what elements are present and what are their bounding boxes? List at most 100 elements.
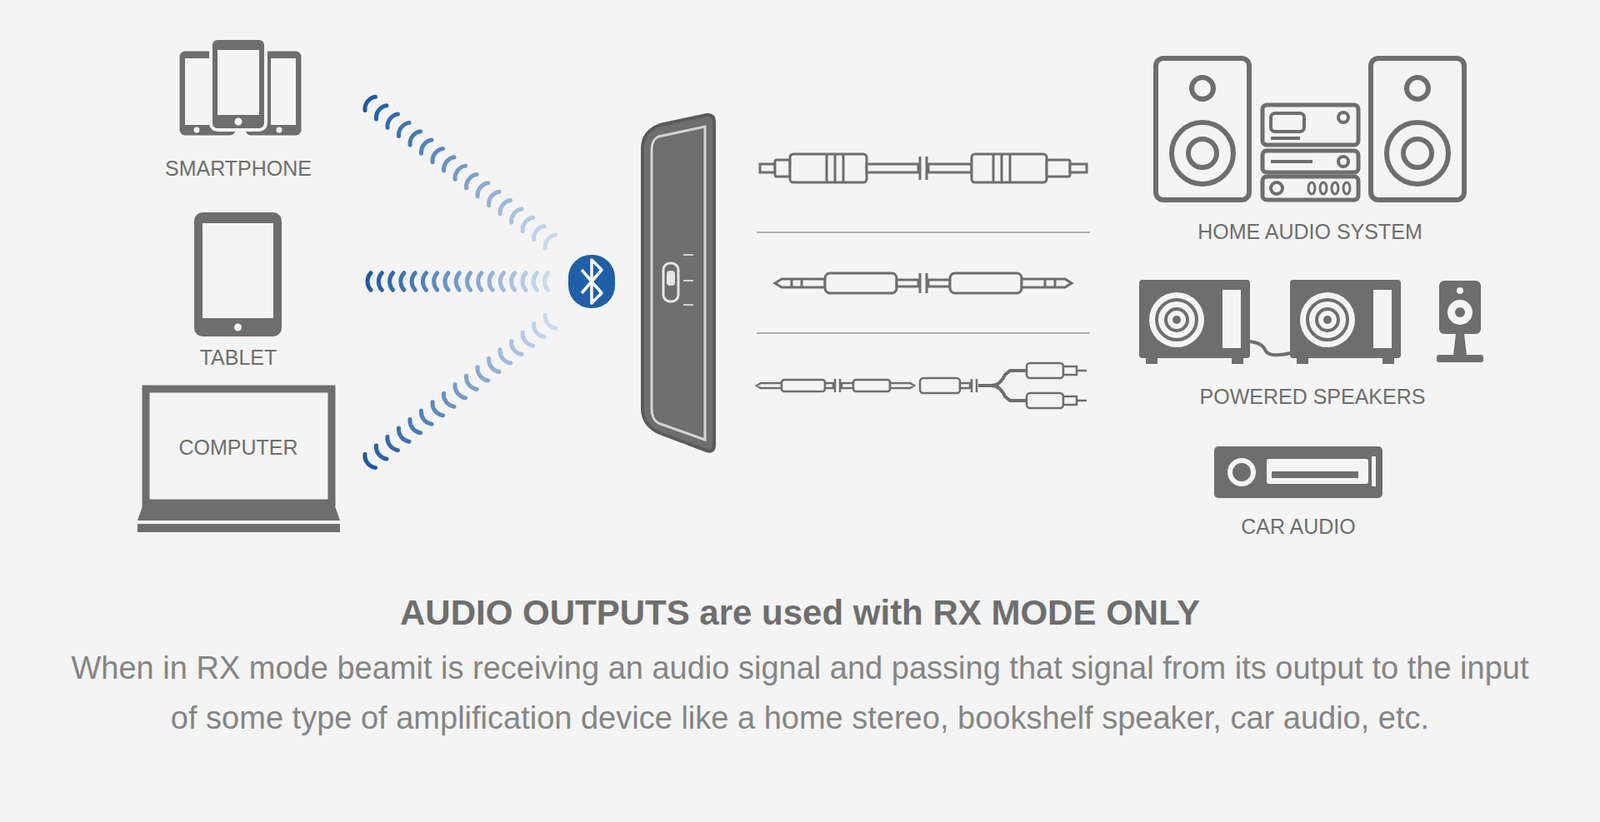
drawing-line [1076,370,1087,373]
wave-arc [422,273,426,290]
drawing-circle [1406,77,1429,100]
wave-arc [511,209,523,223]
drawing-rect [971,154,1047,183]
wave-arc [443,393,455,407]
drawing-circle [1338,156,1349,167]
drawing-rect [194,212,282,337]
drawing-rect [1266,459,1369,485]
wave-arc [500,200,511,215]
wave-arc [511,273,515,290]
drawing-circle [235,118,243,126]
drawing-line [919,156,922,180]
drawing-rect [1070,164,1087,173]
device-label: COMPUTER [178,435,298,460]
drawing-rect [1270,113,1305,132]
drawing-circle [1447,300,1473,325]
drawing-circle [1227,458,1256,487]
drawing-line [919,273,922,294]
drawing-line [1270,136,1300,140]
drawing-rect [920,378,960,394]
drawing-circle [1171,122,1234,185]
wave-arc [477,367,489,381]
drawing-rect [1262,150,1359,173]
wave-arc [420,140,432,154]
wave-arc [455,273,460,290]
drawing-rect [1370,58,1465,200]
drawing-line [1054,279,1057,288]
drawing-circle [1403,139,1432,168]
drawing-rect [1222,290,1241,349]
wave-arc [488,358,500,372]
drawing-circle [1300,292,1355,348]
drawing-circle [1188,139,1217,168]
drawing-rect [1063,396,1077,405]
wave-arc [387,114,399,128]
drawing-ellipse [1331,182,1339,195]
drawing-rect [1371,456,1376,487]
separator [756,231,1090,234]
separator [756,332,1090,335]
drawing-circle [1456,287,1464,295]
drawing-line [975,379,979,393]
drawing-rect [210,38,266,130]
wave-arc [545,273,549,290]
drawing-rect [896,280,919,287]
drawing-line [992,154,995,183]
drawing-rect [1436,355,1484,363]
drawing-rect [1145,355,1158,365]
drawing-path [978,370,1027,386]
drawing-rect [663,263,679,302]
laptop-icon [137,389,340,533]
car-audio-icon [1214,446,1383,499]
drawing-rect [928,164,972,173]
rca-adapter-cable [756,363,1087,409]
tablet-icon [194,212,282,337]
audio-cable [775,273,1072,294]
drawing-rect [568,255,615,309]
drawing-line [825,154,829,183]
drawing-rect [781,380,825,392]
drawing-rect [1063,366,1077,375]
drawing-ellipse [1343,182,1350,195]
device-label: CAR AUDIO [1240,515,1356,540]
drawing-line [683,280,694,282]
wave-arc [443,157,455,171]
drawing-circle [1455,307,1465,318]
drawing-line [683,254,694,256]
drawing-circle [194,127,200,134]
beamit-device [642,115,715,452]
drawing-rect [928,280,950,287]
wave-arc [387,437,399,451]
powered-speakers-icon [1139,280,1484,365]
wave-arc [411,273,415,290]
drawing-circle [1149,292,1205,348]
optical-cable [760,154,1087,183]
drawing-path [890,383,915,389]
drawing-rect [1231,355,1244,365]
drawing-path [651,126,705,440]
device-label: HOME AUDIO SYSTEM [1197,220,1422,245]
drawing-line [1000,154,1004,183]
device-label: SMARTPHONE [165,156,312,181]
drawing-rect [1026,393,1064,409]
smartphone-icon [178,38,303,137]
drawing-line [970,379,974,393]
drawing-line [834,379,837,393]
wave-arc [500,273,504,290]
wave-arc [489,191,500,205]
drawing-path [775,279,825,288]
drawing-rect [853,380,890,392]
drawing-circle [1172,315,1181,325]
wave-arc [545,315,556,329]
drawing-rect [1026,363,1064,379]
home-audio-icon [1155,58,1465,200]
drawing-line [1270,160,1313,164]
caption: When in RX mode beamit is receiving an a… [66,643,1534,744]
drawing-line [842,154,845,183]
wave-arc [378,273,382,290]
wave-arc [455,165,466,180]
wave-arc [477,183,489,197]
drawing-rect [825,383,834,389]
drawing-rect [1262,105,1359,145]
drawing-rect [270,58,296,125]
